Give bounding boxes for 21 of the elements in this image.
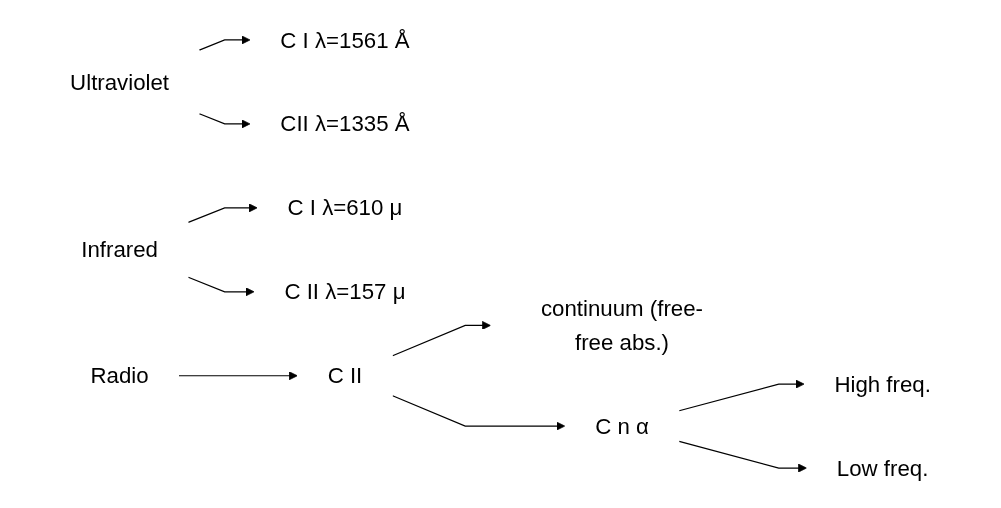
node-text: Infrared <box>81 237 158 263</box>
arrow <box>678 440 807 473</box>
arrow <box>392 321 491 357</box>
node-text: High freq. <box>834 371 931 397</box>
node-text: continuum (free-free abs.) <box>540 296 703 355</box>
arrow <box>178 371 298 381</box>
node-text: C I λ=610 μ <box>287 195 403 221</box>
node-text: C I λ=1561 Å <box>280 27 410 53</box>
arrow <box>392 395 566 431</box>
arrow <box>198 113 251 129</box>
node-text: C II <box>327 363 363 389</box>
node-text: Low freq. <box>836 455 929 481</box>
node-text: C n α <box>595 413 649 439</box>
arrow <box>187 276 255 297</box>
node-text: C II λ=157 μ <box>284 279 406 305</box>
node-text: CII λ=1335 Å <box>280 111 410 137</box>
arrow <box>187 203 258 223</box>
node-text: Ultraviolet <box>70 69 170 95</box>
arrow <box>198 35 251 51</box>
node-text: Radio <box>90 363 149 389</box>
arrow <box>678 379 805 412</box>
